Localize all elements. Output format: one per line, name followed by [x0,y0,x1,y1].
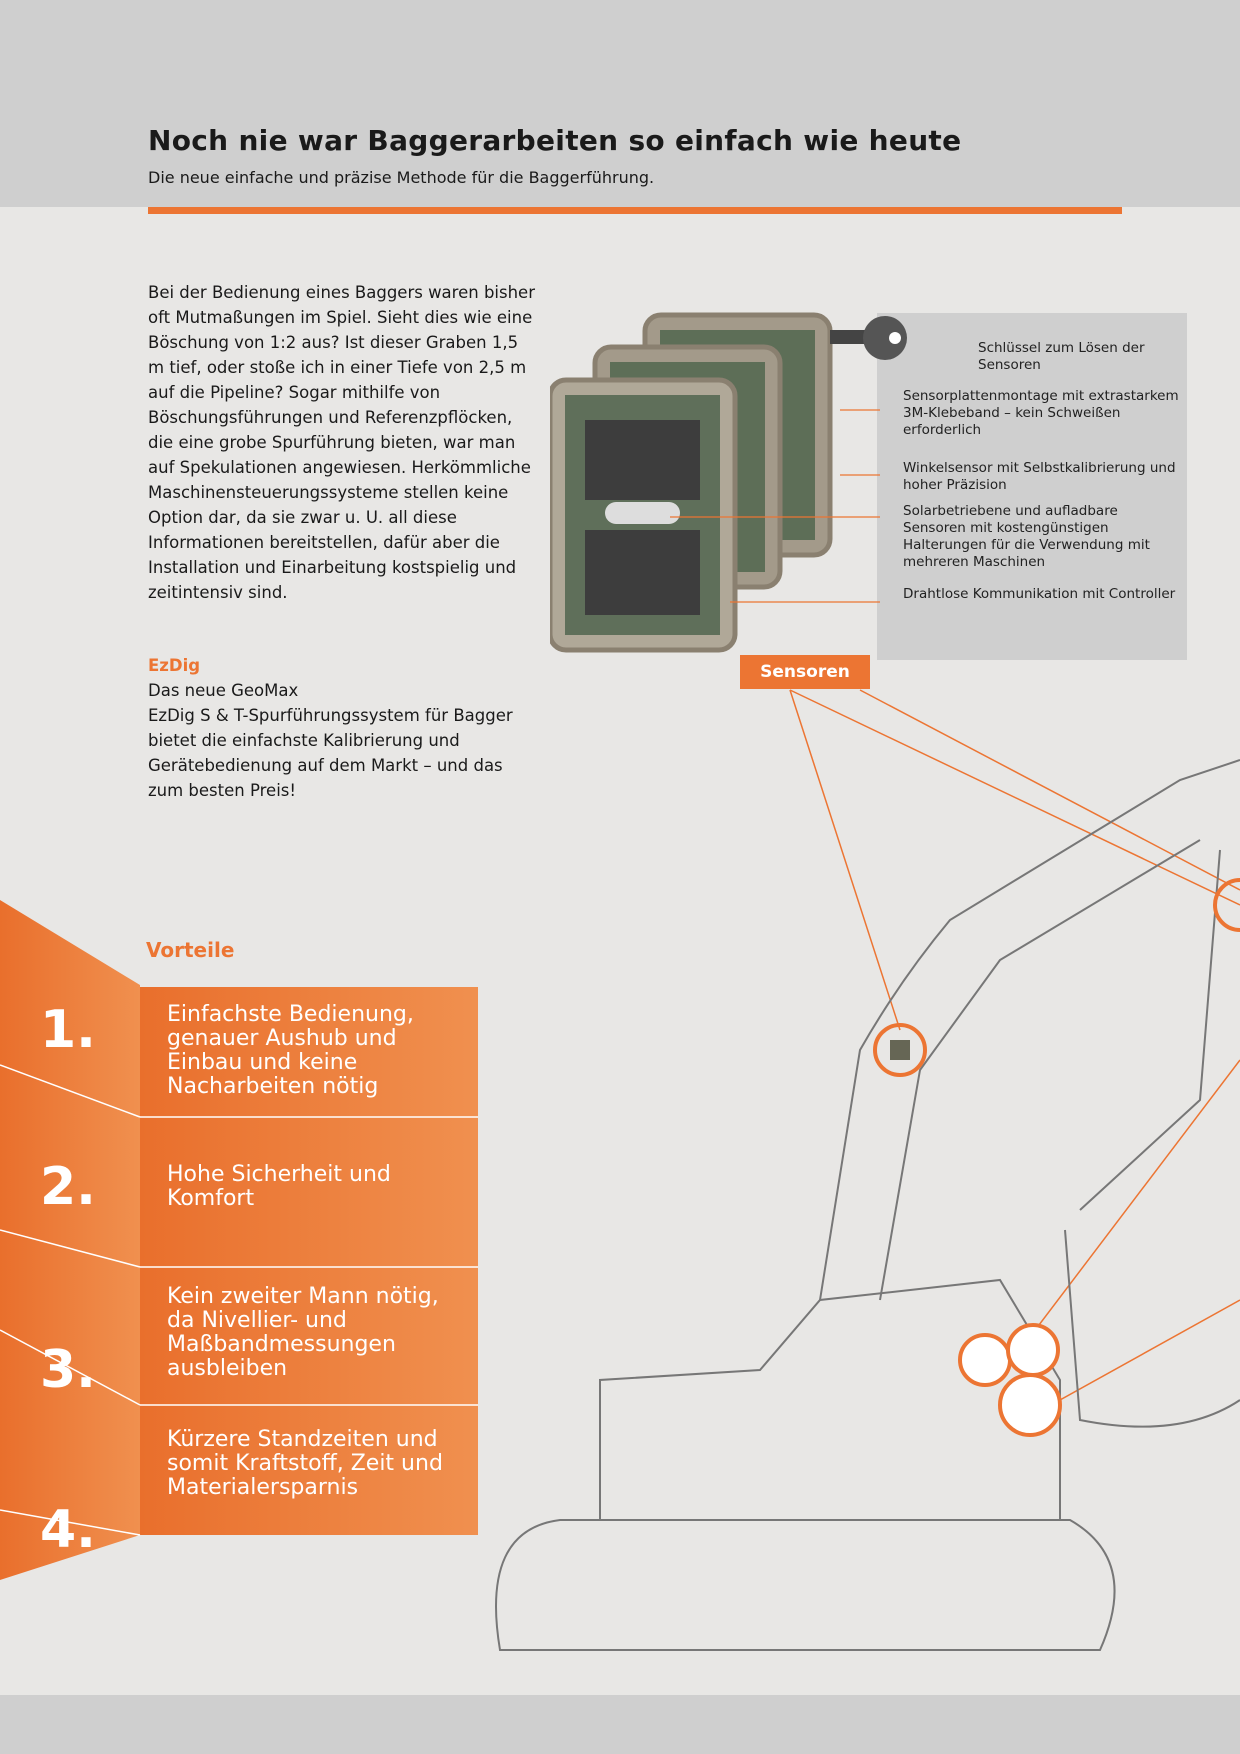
advantages-graphic [0,900,478,1580]
ezdig-heading: EzDig [148,656,201,675]
sensor-plate [550,377,738,653]
annotation-panel [877,313,1187,660]
footer-band [0,1695,1240,1754]
sensors-label: Sensoren [740,655,870,689]
advantage-number: 3. [40,1340,96,1400]
intro-text: Bei der Bedienung eines Baggers waren bi… [148,283,535,602]
annotation-mount: Sensorplattenmontage mit extrastarkem 3M… [903,388,1179,438]
key-icon [830,316,907,360]
advantage-number: 1. [40,1000,96,1060]
advantage-text: Hohe Sicherheit und Komfort [167,1162,391,1211]
orange-rule [148,207,1122,214]
ezdig-text: EzDig S & T-Spurführungssystem für Bagge… [148,706,513,800]
page-title: Noch nie war Baggerarbeiten so einfach w… [148,124,962,157]
advantage-text: Einfachste Bedienung, genauer Aushub und… [167,1002,414,1099]
ezdig-line1: Das neue GeoMax [148,681,299,700]
advantage-text: Kein zweiter Mann nötig, da Nivellier- u… [167,1284,439,1381]
advantages-heading: Vorteile [146,938,235,962]
header-band [0,0,1240,207]
annotation-solar: Solarbetriebene und aufladbare Sensoren … [903,503,1150,570]
page-subtitle: Die neue einfache und präzise Methode fü… [148,168,655,187]
sensor-marker [1213,878,1240,932]
advantage-number: 2. [40,1157,96,1217]
controller-marker [958,1323,1062,1437]
advantage-number: 4. [40,1500,96,1560]
annotation-wireless: Drahtlose Kommunikation mit Controller [903,586,1176,602]
advantage-text: Kürzere Standzeiten und somit Kraftstoff… [167,1427,443,1500]
sensor-marker [873,1023,927,1077]
annotation-angle: Winkelsensor mit Selbstkalibrierung und … [903,460,1176,493]
annotation-key: Schlüssel zum Lösen der Sensoren [978,340,1145,373]
sensor-image [550,312,907,653]
